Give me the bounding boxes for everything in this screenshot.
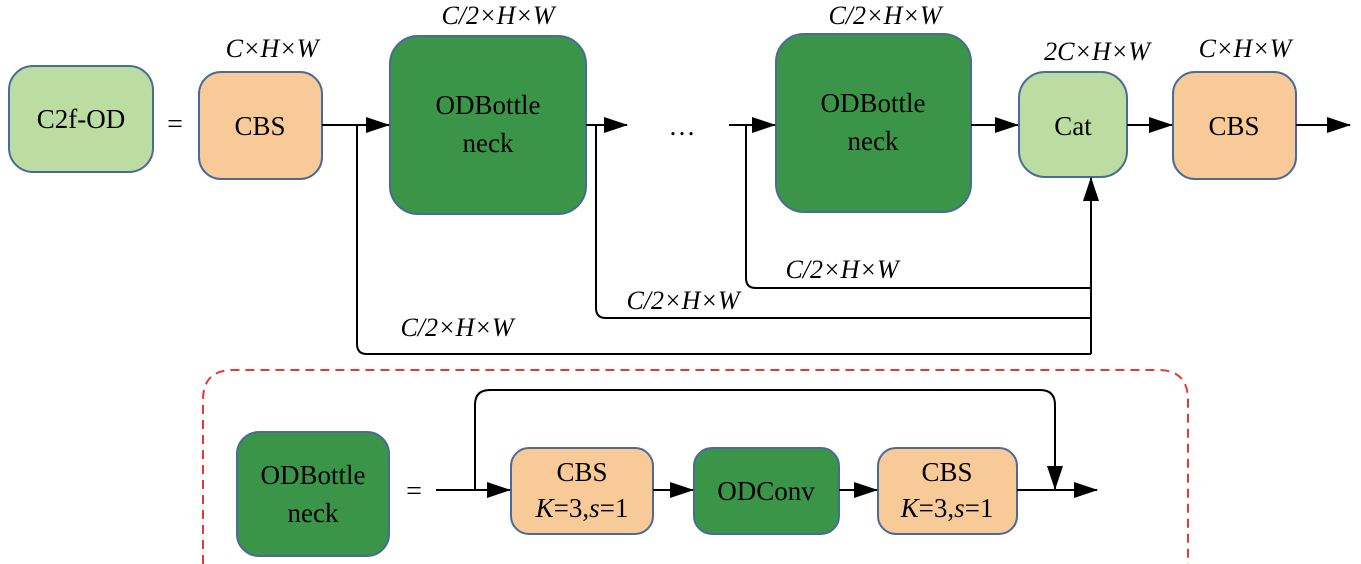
equals-sign-top: = (167, 109, 183, 140)
bottleneck-detail-label-line1: ODBottle (261, 460, 366, 490)
odconv-label: ODConv (717, 476, 815, 506)
concat-dim-label: 2C×H×W (1044, 37, 1152, 66)
odconv-block: ODConv (693, 447, 840, 535)
cbs-output-block: C×H×W CBS (1172, 34, 1297, 180)
cbs-output-dim-label: C×H×W (1199, 34, 1294, 63)
equals-sign-bottom: = (406, 476, 422, 507)
branch-label-2: C/2×H×W (626, 286, 741, 315)
cbs-input-dim-label: C×H×W (226, 34, 321, 63)
branch-label-3: C/2×H×W (785, 255, 900, 284)
odbottleneck-2-label-line1: ODBottle (821, 88, 926, 118)
cbs-k3-block-1: CBS K=3,s=1 (510, 447, 654, 535)
cbs-k3-params-2: K=3,s=1 (900, 493, 994, 523)
cbs-input-label: CBS (234, 111, 285, 141)
concat-label: Cat (1054, 111, 1092, 141)
cbs-k3-block-2: CBS K=3,s=1 (877, 447, 1018, 535)
branch-label-1: C/2×H×W (400, 313, 515, 342)
odbottleneck-1-label-line2: neck (463, 128, 514, 158)
branch-line-3 (745, 125, 1091, 289)
odbottleneck-block-2: C/2×H×W ODBottle neck (775, 1, 972, 213)
cbs-output-label: CBS (1208, 111, 1259, 141)
branch-line-2 (595, 125, 1091, 319)
odbottleneck-1-box (389, 35, 587, 215)
odbottleneck-2-label-line2: neck (848, 126, 899, 156)
bottleneck-detail-label-line2: neck (288, 498, 339, 528)
c2f-od-block: C2f-OD (8, 65, 154, 173)
odbottleneck-block-1: C/2×H×W ODBottle neck (389, 1, 587, 215)
ellipsis: … (669, 111, 696, 141)
bottleneck-detail-dashed-border (202, 369, 1189, 564)
c2f-od-box (8, 65, 154, 173)
bottleneck-detail-module: ODBottle neck (236, 431, 390, 557)
concat-block: 2C×H×W Cat (1018, 37, 1152, 178)
odbottleneck-1-label-line1: ODBottle (436, 90, 541, 120)
c2f-od-label: C2f-OD (37, 104, 126, 134)
bottom-connections (436, 389, 1098, 498)
odbottleneck-2-box (775, 33, 972, 213)
odbottleneck-1-dim-label: C/2×H×W (441, 1, 556, 30)
cbs-k3-label-1: CBS (556, 457, 607, 487)
bottleneck-detail-box (236, 431, 390, 557)
residual-skip-connection (474, 389, 1063, 490)
branch-line-1 (356, 125, 1091, 355)
odbottleneck-2-dim-label: C/2×H×W (828, 1, 943, 30)
top-connections (322, 117, 1351, 355)
cbs-k3-label-2: CBS (921, 457, 972, 487)
cbs-input-block: C×H×W CBS (198, 34, 323, 180)
cbs-k3-params-1: K=3,s=1 (535, 493, 629, 523)
